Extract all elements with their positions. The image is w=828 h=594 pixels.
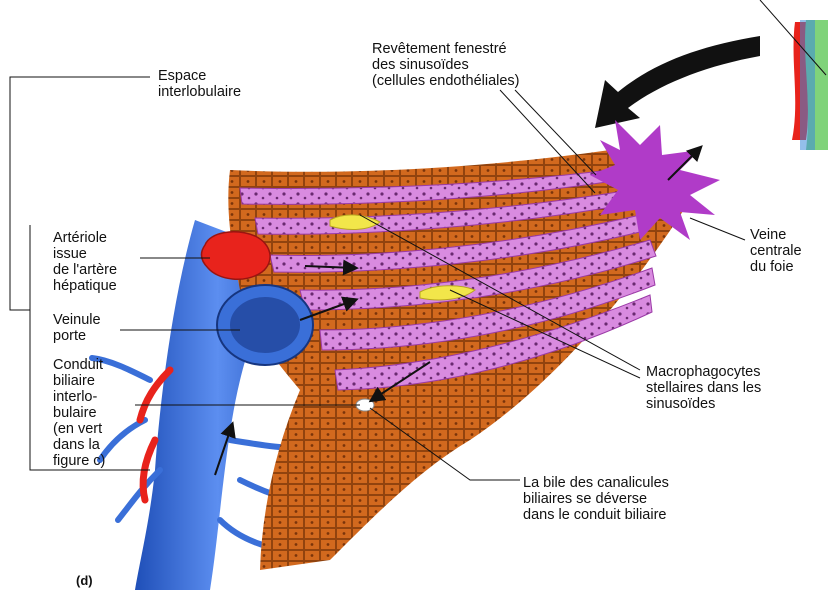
curved-transition-arrow (595, 36, 760, 128)
arteriole-section (202, 232, 271, 279)
label-veinule-porte: Veinule porte (53, 312, 101, 344)
label-arteriole: Artériole issue de l'artère hépatique (53, 230, 117, 294)
label-veine-centrale: Veine centrale du foie (750, 227, 802, 275)
label-macrophagocytes: Macrophagocytes stellaires dans les sinu… (646, 364, 761, 412)
label-conduit-biliaire: Conduit biliaire interlo- bulaire (en ve… (53, 357, 105, 469)
inset-vessel-bundle (792, 20, 828, 150)
label-bile-conduit: La bile des canalicules biliaires se dév… (523, 475, 669, 523)
panel-label: (d) (76, 573, 93, 588)
label-revetement-fenestre: Revêtement fenestré des sinusoïdes (cell… (372, 41, 520, 89)
label-espace-interlobulaire: Espace interlobulaire (158, 68, 241, 100)
